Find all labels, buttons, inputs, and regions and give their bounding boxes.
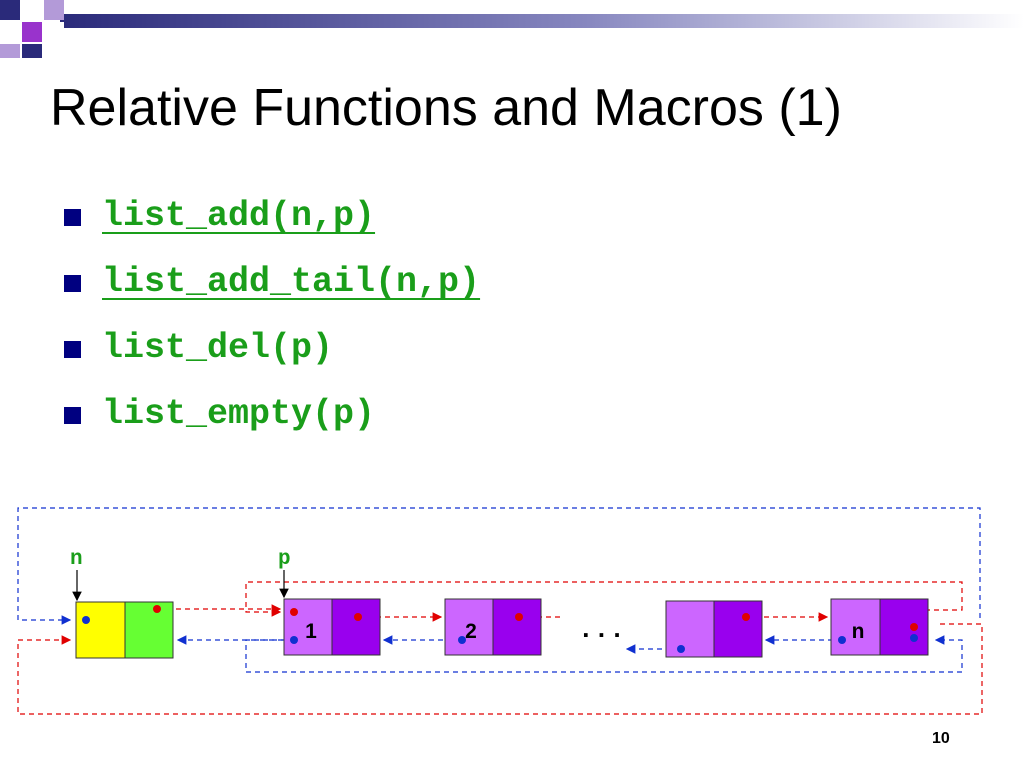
ring-next-link xyxy=(245,581,963,617)
bullet-list: list_add(n,p) list_add_tail(n,p) list_de… xyxy=(64,196,480,460)
node-prev-field xyxy=(75,601,126,659)
node-label: n xyxy=(852,620,865,643)
next-pointer-dot xyxy=(910,623,918,631)
bullet-item: list_empty(p) xyxy=(64,394,480,460)
prev-pointer-dot xyxy=(458,636,466,644)
next-pointer-dot xyxy=(515,613,523,621)
list-node-1: 1 xyxy=(283,598,381,656)
prev-pointer-dot xyxy=(290,636,298,644)
new-node xyxy=(75,601,174,659)
wrap-next-link xyxy=(17,623,983,715)
next-pointer-dot xyxy=(153,605,161,613)
node-prev-field xyxy=(283,598,333,656)
list-empty-text: list_empty(p) xyxy=(102,394,376,434)
bullet-item: list_del(p) xyxy=(64,328,480,394)
node-next-field xyxy=(879,598,929,656)
square-bullet-icon xyxy=(64,341,81,358)
list-node-unlabeled xyxy=(665,600,763,658)
pointer-label-p: p xyxy=(278,548,291,571)
next-pointer-dot xyxy=(742,613,750,621)
list-node-n: n xyxy=(830,598,929,656)
node-label: 2 xyxy=(465,620,477,643)
decoration-corner xyxy=(0,0,1024,58)
square-bullet-icon xyxy=(64,275,81,292)
wrap-prev-link xyxy=(17,507,981,625)
bullet-item: list_add_tail(n,p) xyxy=(64,262,480,328)
node-prev-field xyxy=(830,598,881,656)
list-node-2: 2 xyxy=(444,598,542,656)
node-next-field xyxy=(331,598,381,656)
prev-pointer-dot xyxy=(82,616,90,624)
node-prev-field xyxy=(444,598,494,656)
linked-list-diagram: 1 2 n ... n p xyxy=(17,507,983,715)
node-next-field xyxy=(492,598,542,656)
square-bullet-icon xyxy=(64,407,81,424)
list-del-text: list_del(p) xyxy=(102,328,334,368)
prev-pointer-dot xyxy=(910,634,918,642)
node-next-field xyxy=(124,601,174,659)
list-add-tail-link[interactable]: list_add_tail(n,p) xyxy=(102,262,481,302)
next-pointer-dot xyxy=(290,608,298,616)
bullet-item: list_add(n,p) xyxy=(64,196,480,262)
node-label: 1 xyxy=(305,620,317,643)
square-bullet-icon xyxy=(64,209,81,226)
slide-title: Relative Functions and Macros (1) xyxy=(50,79,842,137)
next-pointer-dot xyxy=(354,613,362,621)
node-prev-field xyxy=(665,600,715,658)
prev-pointer-dot xyxy=(677,645,685,653)
slide-number: 10 xyxy=(932,730,950,747)
prev-pointer-dot xyxy=(838,636,846,644)
pointer-label-n: n xyxy=(70,548,83,571)
node-next-field xyxy=(713,600,763,658)
ellipsis: ... xyxy=(578,615,625,645)
list-add-link[interactable]: list_add(n,p) xyxy=(102,196,376,236)
